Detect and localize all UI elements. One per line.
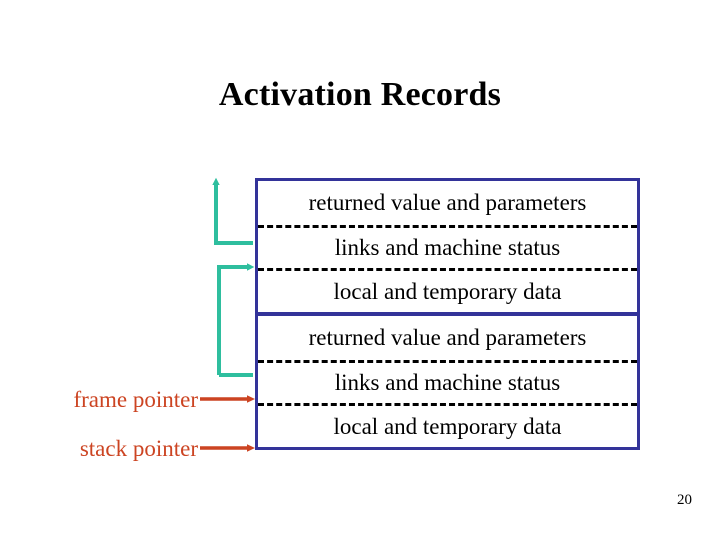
record-row-returned-value-and-parameters: returned value and parameters (308, 190, 587, 216)
lower-record-control-link-arrow (217, 263, 255, 377)
record-row-links-and-machine-status: links and machine status (258, 359, 637, 404)
frame-pointer-label: frame pointer (73, 387, 198, 412)
record-row-local-and-temporary-data: local and temporary data (258, 403, 637, 447)
page-number: 20 (677, 492, 692, 508)
record-row-local-and-temporary-data: local and temporary data (258, 268, 637, 312)
lower-activation-record: returned value and parameters links and … (255, 313, 640, 450)
record-row-returned-value-and-parameters: returned value and parameters (308, 325, 587, 351)
upper-activation-record: returned value and parameters links and … (255, 178, 640, 315)
page-title: Activation Records (218, 76, 502, 113)
upper-record-control-link-arrow (212, 177, 253, 245)
stack-pointer-label: stack pointer (79, 436, 198, 461)
record-row-links-and-machine-status: links and machine status (258, 224, 637, 269)
